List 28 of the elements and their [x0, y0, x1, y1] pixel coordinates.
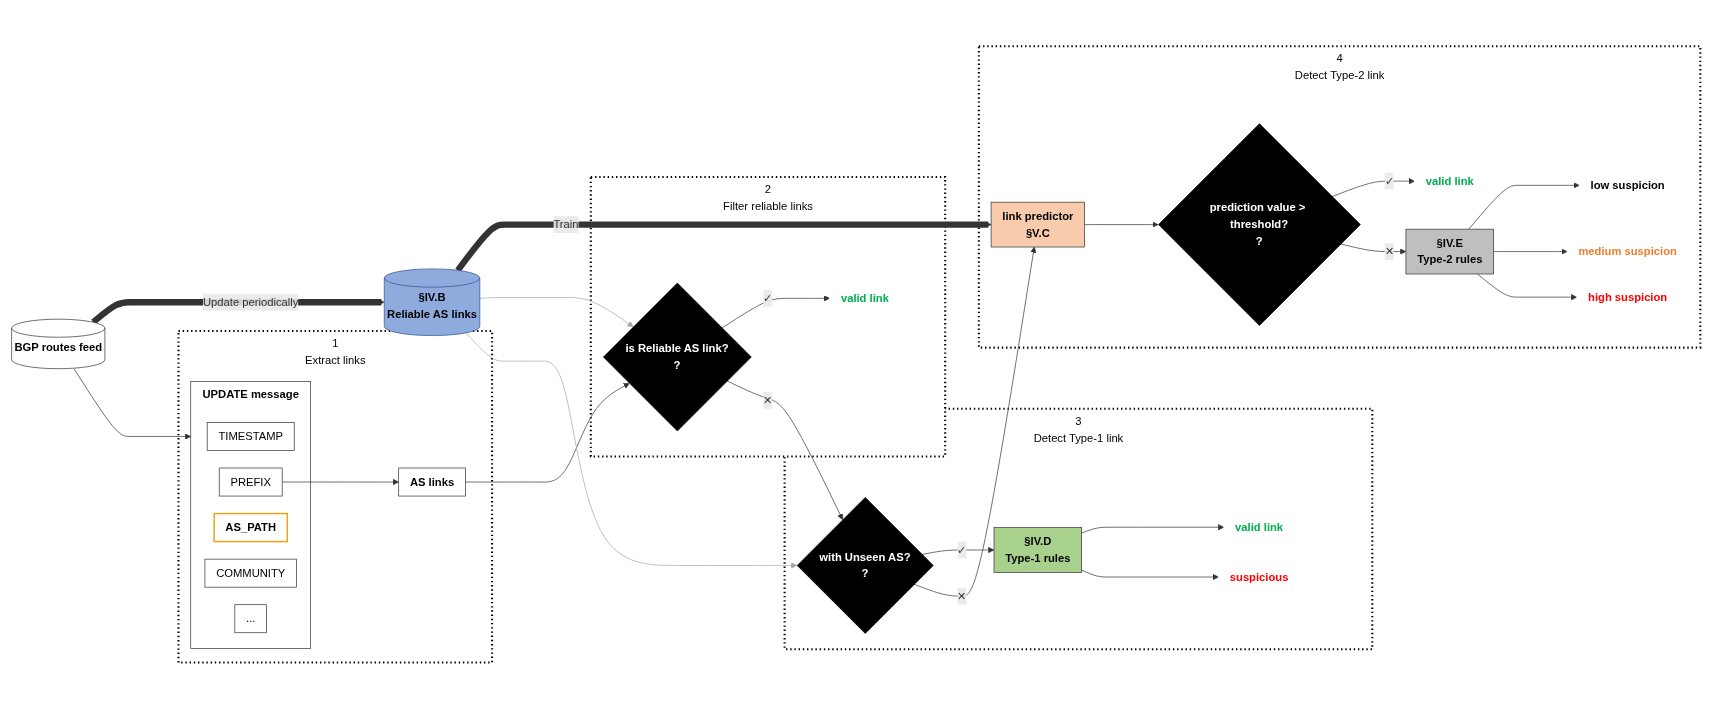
node-text: suspicious	[1229, 571, 1288, 584]
node-diamond: is Reliable AS link? ?	[602, 283, 752, 432]
node-diamond: prediction value > threshold? ?	[1157, 123, 1361, 327]
node-text: valid link	[1425, 175, 1474, 188]
edge-label: ✕	[1384, 245, 1394, 258]
edge-label: ✓	[956, 544, 967, 557]
node-text: high suspicion	[1587, 291, 1667, 304]
node-text: medium suspicion	[1577, 245, 1677, 258]
node-text: valid link	[1234, 521, 1283, 534]
edge-label: ✕	[956, 590, 967, 603]
node-diamond: with Unseen AS? ?	[796, 497, 934, 635]
node-text: valid link	[840, 292, 889, 305]
edge-label: ✓	[1384, 175, 1394, 188]
node-box: §IV.E Type-2 rules	[1405, 229, 1494, 275]
node-box: AS_PATH	[212, 513, 288, 543]
node-box: TIMESTAMP	[206, 422, 295, 452]
node-box: §IV.D Type-1 rules	[993, 527, 1082, 574]
node-box: PREFIX	[218, 468, 283, 497]
edge-label: Train	[552, 218, 579, 231]
arrow	[454, 221, 991, 273]
edge-label: Update periodically	[202, 296, 298, 309]
node-box: COMMUNITY	[204, 559, 297, 588]
node-box: AS links	[397, 468, 466, 497]
edge-label: ✕	[762, 394, 772, 407]
node-box: link predictor §V.C	[990, 202, 1085, 248]
node-box: ...	[234, 604, 267, 634]
edge-label: ✓	[762, 292, 772, 305]
node-text: low suspicion	[1590, 179, 1665, 192]
